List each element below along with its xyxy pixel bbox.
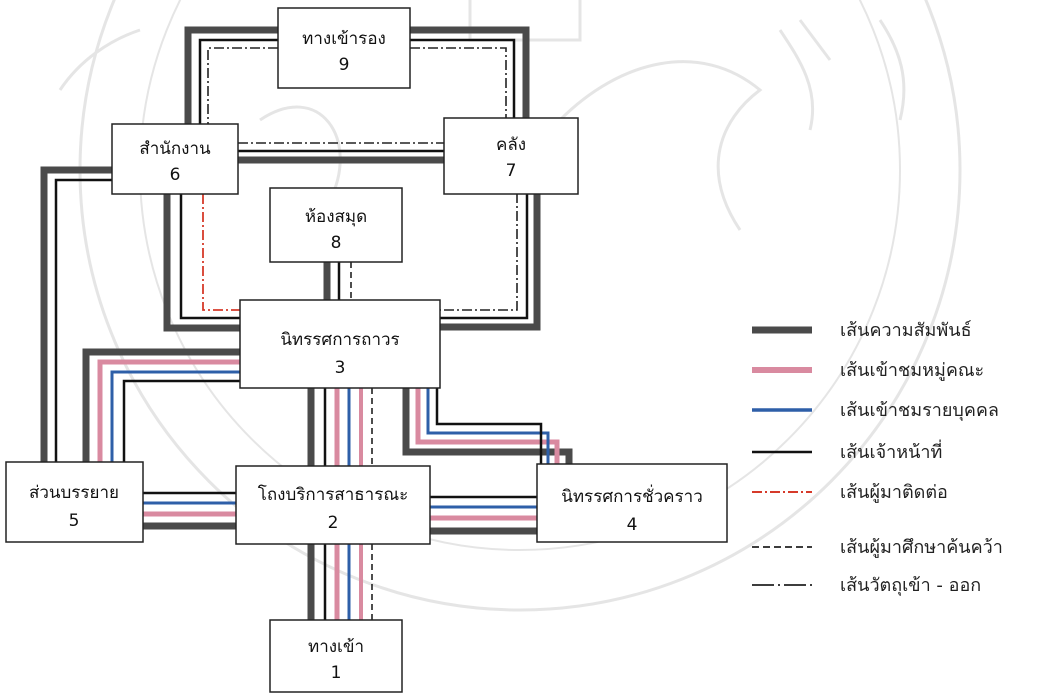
connector-6-3	[163, 194, 240, 332]
room-1-name: ทางเข้า	[308, 637, 364, 657]
room-3: นิทรรศการถาวร 3	[239, 299, 441, 389]
legend-item-staff: เส้นเจ้าหน้าที่	[752, 439, 942, 463]
room-5-number: 5	[69, 511, 80, 531]
connector-3-5	[82, 348, 240, 462]
room-4-name: นิทรรศการชั่วคราว	[561, 484, 703, 507]
connector-9-7	[410, 26, 530, 118]
room-3-name: นิทรรศการถาวร	[280, 330, 399, 350]
room-4: นิทรรศการชั่วคราว 4	[536, 463, 728, 543]
legend-item-research: เส้นผู้มาศึกษาค้นคว้า	[752, 537, 1003, 558]
room-7: คลัง 7	[443, 117, 579, 195]
legend-label-relation: เส้นความสัมพันธ์	[840, 320, 972, 341]
connector-8-3	[323, 262, 352, 300]
room-8-number: 8	[331, 233, 342, 253]
legend-label-object: เส้นวัตถุเข้า - ออก	[840, 575, 981, 596]
connector-3-2	[307, 388, 373, 466]
room-1: ทางเข้า 1	[269, 619, 403, 693]
legend-label-staff: เส้นเจ้าหน้าที่	[840, 439, 942, 463]
room-2: โถงบริการสาธารณะ 2	[235, 465, 431, 545]
legend-item-group: เส้นเข้าชมหมู่คณะ	[752, 360, 984, 381]
room-6: สำนักงาน 6	[111, 123, 239, 195]
legend-item-individual: เส้นเข้าชมรายบุคคล	[752, 400, 999, 421]
room-8: ห้องสมุด 8	[269, 187, 403, 263]
room-1-number: 1	[331, 663, 342, 683]
legend: เส้นความสัมพันธ์ เส้นเข้าชมหมู่คณะ เส้นเ…	[752, 320, 1003, 596]
room-5: ส่วนบรรยาย 5	[5, 461, 144, 543]
connector-6-7	[238, 142, 444, 164]
legend-label-research: เส้นผู้มาศึกษาค้นคว้า	[840, 537, 1003, 558]
room-9-number: 9	[339, 55, 350, 75]
connector-6-5	[40, 166, 112, 462]
room-2-number: 2	[328, 513, 339, 533]
legend-item-relation: เส้นความสัมพันธ์	[752, 320, 972, 341]
room-2-name: โถงบริการสาธารณะ	[258, 484, 409, 505]
room-7-name: คลัง	[496, 135, 526, 155]
room-5-name: ส่วนบรรยาย	[29, 483, 119, 503]
connector-5-2	[143, 491, 236, 530]
room-6-number: 6	[170, 165, 181, 185]
legend-label-contact: เส้นผู้มาติดต่อ	[840, 482, 948, 503]
legend-item-object: เส้นวัตถุเข้า - ออก	[752, 575, 981, 596]
room-9: ทางเข้ารอง 9	[277, 7, 411, 89]
room-9-name: ทางเข้ารอง	[302, 29, 386, 49]
connector-2-1	[307, 544, 373, 620]
legend-label-individual: เส้นเข้าชมรายบุคคล	[840, 400, 999, 421]
room-7-number: 7	[506, 161, 517, 181]
connector-2-4	[430, 495, 537, 535]
room-8-name: ห้องสมุด	[305, 207, 367, 227]
room-6-name: สำนักงาน	[139, 139, 211, 159]
connector-9-6	[184, 26, 278, 131]
room-4-number: 4	[627, 515, 638, 535]
legend-item-contact: เส้นผู้มาติดต่อ	[752, 482, 948, 503]
connector-7-3	[440, 193, 541, 331]
legend-label-group: เส้นเข้าชมหมู่คณะ	[840, 360, 984, 381]
connector-3-4	[402, 388, 573, 464]
room-3-number: 3	[335, 358, 346, 378]
